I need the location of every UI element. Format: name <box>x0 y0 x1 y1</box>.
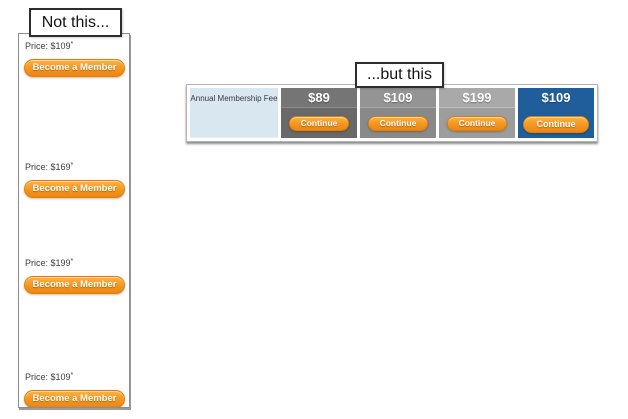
price-column-2: $109 Continue <box>360 88 436 138</box>
price-header: $109 <box>541 90 571 105</box>
price-asterisk: * <box>70 41 74 48</box>
callout-but-this: ...but this <box>355 62 444 88</box>
become-member-button[interactable]: Become a Member <box>24 390 125 407</box>
price-column-1: $89 Continue <box>281 88 357 138</box>
price-asterisk: * <box>70 162 74 169</box>
price-asterisk: * <box>70 258 74 265</box>
price-label: Price: $109* <box>25 372 74 382</box>
stacked-pricing-panel: Price: $109* Become a Member Price: $169… <box>18 33 130 408</box>
continue-button[interactable]: Continue <box>523 116 589 133</box>
price-label: Price: $169* <box>25 162 74 172</box>
price-column-3: $199 Continue <box>439 88 515 138</box>
price-label: Price: $109* <box>25 41 74 51</box>
become-member-button[interactable]: Become a Member <box>24 180 125 198</box>
price-column-4-highlighted: $109 Continue <box>518 88 594 138</box>
callout-not-this: Not this... <box>29 8 122 37</box>
continue-button[interactable]: Continue <box>289 115 349 131</box>
price-header: $199 <box>439 88 515 108</box>
row-label-cell: Annual Membership Fee <box>190 88 278 138</box>
continue-button[interactable]: Continue <box>368 115 428 131</box>
continue-button[interactable]: Continue <box>447 115 507 131</box>
become-member-button[interactable]: Become a Member <box>24 276 125 294</box>
become-member-button[interactable]: Become a Member <box>24 59 125 77</box>
comparison-table: Annual Membership Fee $89 Continue $109 … <box>186 84 598 142</box>
price-header: $109 <box>360 88 436 108</box>
price-header: $89 <box>281 88 357 108</box>
price-asterisk: * <box>70 372 74 379</box>
price-label: Price: $199* <box>25 258 74 268</box>
